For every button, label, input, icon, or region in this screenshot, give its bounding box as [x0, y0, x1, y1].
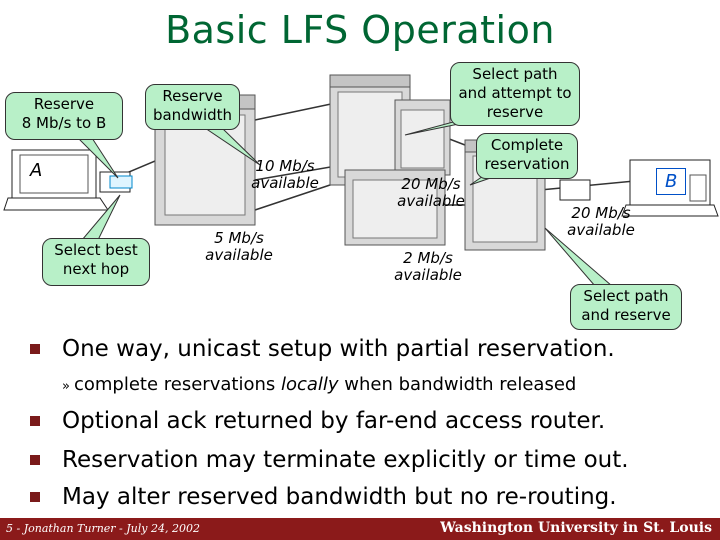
bullet-text: Optional ack returned by far-end access … — [62, 408, 606, 434]
sub-bullet-emphasis: locally — [280, 374, 339, 395]
sub-bullet-text-1: complete reservations — [73, 374, 281, 395]
bullet-marker — [30, 455, 40, 465]
link-label-20mb-2: 20 Mb/s available — [567, 204, 635, 239]
callout-reserve-bandwidth: Reserve bandwidth — [145, 84, 240, 130]
university-logo: Washington University in St. Louis — [440, 520, 712, 536]
bullet-text: May alter reserved bandwidth but no re-r… — [62, 484, 617, 510]
callout-reserve-8mb: Reserve 8 Mb/s to B — [5, 92, 123, 140]
link-router5-b — [539, 179, 646, 191]
bullet-marker — [30, 344, 40, 354]
link-label-20mb-1: 20 Mb/s available — [397, 175, 465, 210]
sub-bullet-text-2: when bandwidth released — [338, 374, 577, 395]
bullet-marker — [30, 492, 40, 502]
page-title: Basic LFS Operation — [165, 8, 555, 52]
footer-credit: 5 - Jonathan Turner - July 24, 2002 — [6, 522, 200, 535]
callout-select-attempt: Select path and attempt to reserve — [450, 62, 580, 126]
router-3 — [394, 99, 451, 176]
callout-select-best-hop: Select best next hop — [42, 238, 150, 286]
host-b-label: B — [656, 168, 687, 195]
callout-select-and-reserve: Select path and reserve — [570, 284, 682, 330]
host-a-computer — [3, 149, 133, 211]
link-label-2mb: 2 Mb/s available — [394, 249, 462, 284]
link-label-5mb: 5 Mb/s available — [205, 229, 273, 264]
bullet-marker — [30, 416, 40, 426]
link-label-10mb: 10 Mb/s available — [251, 157, 319, 192]
bullet-text: One way, unicast setup with partial rese… — [62, 336, 615, 362]
callout-complete-reservation: Complete reservation — [476, 133, 578, 179]
sub-bullet-marker: » — [62, 379, 70, 394]
sub-bullet: »complete reservations locally when band… — [62, 374, 576, 395]
bullet-text: Reservation may terminate explicitly or … — [62, 447, 629, 473]
host-a-label: A — [30, 160, 43, 181]
router-4 — [344, 169, 446, 246]
footer-bar: 5 - Jonathan Turner - July 24, 2002 Wash… — [0, 518, 720, 540]
